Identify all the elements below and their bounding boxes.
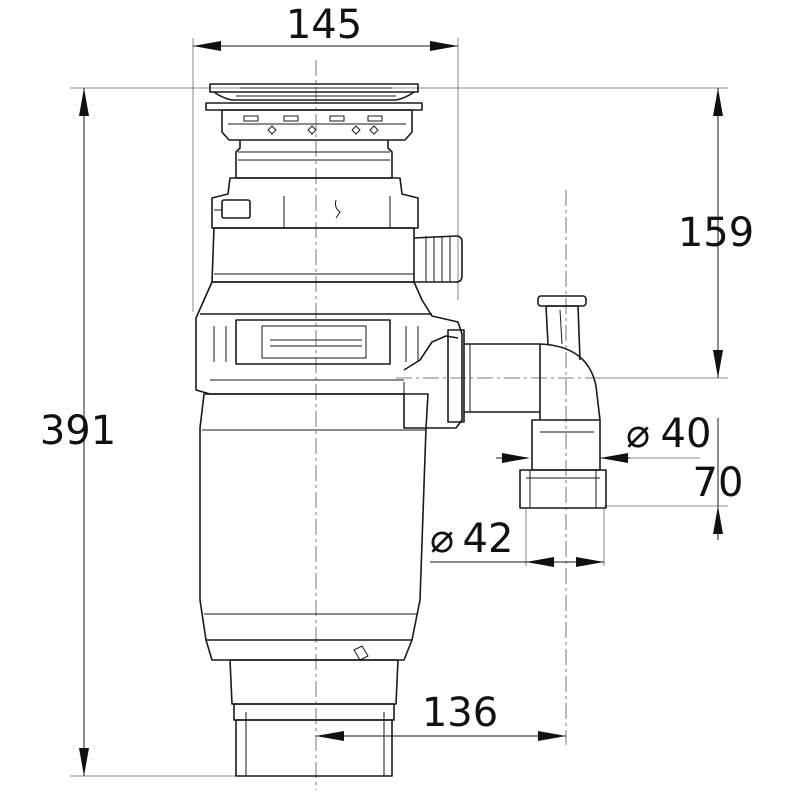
motor-housing xyxy=(199,393,429,661)
upper-housing xyxy=(211,227,463,283)
dimension-inlet-diameter: ⌀ 42 xyxy=(430,516,514,562)
mounting-ring xyxy=(221,109,413,141)
dimension-outlet-distance: 136 xyxy=(422,690,498,736)
lower-base xyxy=(229,659,399,777)
dimension-outlet-bottom-offset: 70 xyxy=(693,460,744,506)
dimension-total-height: 391 xyxy=(40,408,116,454)
dimension-lines xyxy=(79,41,723,776)
neck xyxy=(235,140,393,179)
diameter-symbol: ⌀ xyxy=(626,411,650,457)
dimension-inlet-diameter-value: 42 xyxy=(463,516,514,562)
middle-section xyxy=(195,281,465,429)
dishwasher-inlet xyxy=(413,235,463,283)
dimension-outlet-diameter: ⌀ 40 xyxy=(626,411,712,457)
dimension-top-width: 145 xyxy=(286,2,362,48)
disposer-body xyxy=(195,83,465,777)
diameter-symbol: ⌀ xyxy=(430,516,454,562)
sink-flange xyxy=(205,83,423,111)
outlet-elbow xyxy=(464,295,607,509)
extension-lines xyxy=(70,38,728,777)
dimension-outlet-height: 159 xyxy=(678,210,754,256)
dimension-labels: 145 391 159 ⌀ 40 70 ⌀ 42 136 xyxy=(40,2,754,736)
collar xyxy=(211,177,419,229)
dimension-outlet-diameter-value: 40 xyxy=(661,411,712,457)
center-lines xyxy=(315,60,600,790)
